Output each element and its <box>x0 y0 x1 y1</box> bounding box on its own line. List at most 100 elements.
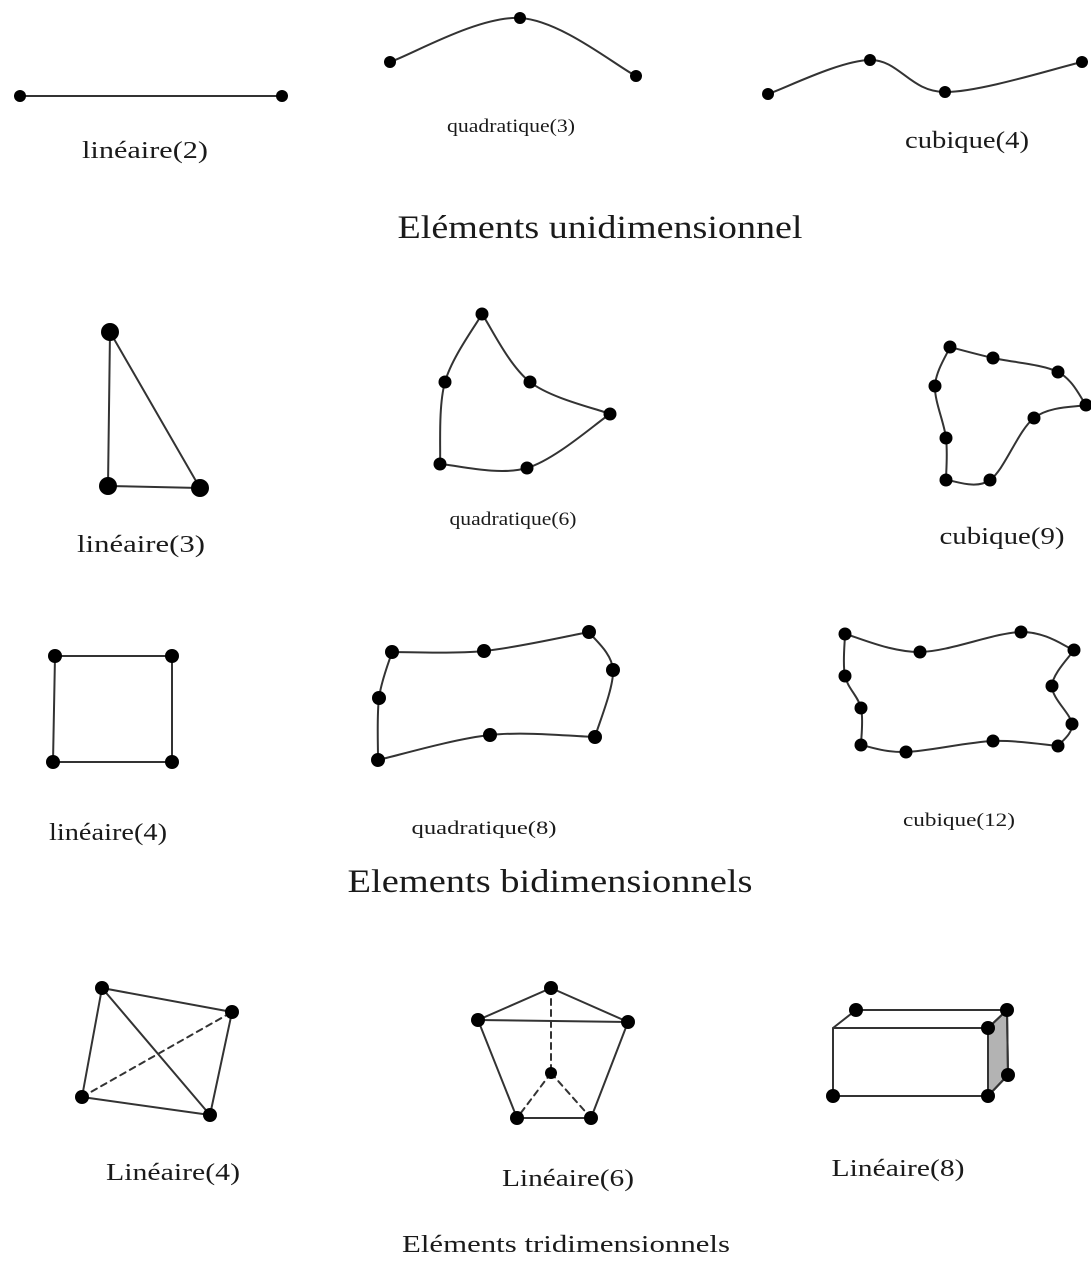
element-edge <box>107 485 201 489</box>
node <box>523 375 537 389</box>
element-edge <box>588 631 615 738</box>
node <box>99 477 117 495</box>
element-edge <box>933 346 951 481</box>
element-linear-6-prism <box>471 981 635 1125</box>
node <box>986 734 1000 748</box>
node <box>1000 1003 1014 1017</box>
element-cubic-9-label: cubique(9) <box>940 524 1065 550</box>
node <box>385 645 399 659</box>
node <box>1067 643 1081 657</box>
node <box>1076 56 1088 68</box>
element-edge <box>842 633 864 746</box>
node <box>545 1067 557 1079</box>
section-bidimensional: linéaire(3) quadratique(6) cubique(9) li… <box>46 307 1091 900</box>
element-edge <box>1050 649 1075 747</box>
node <box>826 1089 840 1103</box>
element-linear-4-label: linéaire(4) <box>49 820 167 846</box>
hidden-edge <box>81 1011 233 1098</box>
element-edge <box>52 655 56 763</box>
element-tetrahedron-label: Linéaire(4) <box>106 1160 240 1186</box>
element-quadratic-8-label: quadratique(8) <box>412 818 557 839</box>
element-linear-4-tetrahedron <box>75 981 239 1122</box>
node <box>854 701 868 715</box>
node <box>475 307 489 321</box>
node <box>1065 717 1079 731</box>
node <box>75 1090 89 1104</box>
node <box>899 745 913 759</box>
node <box>1051 365 1065 379</box>
element-linear-3-label: linéaire(3) <box>77 532 205 558</box>
node <box>939 473 953 487</box>
node <box>203 1108 217 1122</box>
node <box>101 323 119 341</box>
element-prism-label: Linéaire(6) <box>502 1166 634 1192</box>
node <box>981 1021 995 1035</box>
element-edge <box>860 739 1059 754</box>
node <box>191 479 209 497</box>
node <box>276 90 288 102</box>
node <box>514 12 526 24</box>
node <box>14 90 26 102</box>
node <box>588 730 602 744</box>
node <box>913 645 927 659</box>
element-quadratic-6-triangle <box>433 307 617 475</box>
section-title-bidimensional: Elements bidimensionnels <box>348 864 753 900</box>
node <box>95 981 109 995</box>
element-quadratic-8-quadrilateral <box>371 625 620 767</box>
element-quadratic-3-label: quadratique(3) <box>447 116 575 137</box>
node <box>986 351 1000 365</box>
element-edge <box>81 987 103 1098</box>
hidden-edge <box>516 1072 552 1119</box>
element-cubic-12-label: cubique(12) <box>903 810 1015 831</box>
node <box>477 644 491 658</box>
node <box>1014 625 1028 639</box>
node <box>928 379 942 393</box>
element-edge <box>945 404 1087 486</box>
node <box>606 663 620 677</box>
element-edge <box>477 1019 629 1023</box>
node <box>981 1089 995 1103</box>
element-edge <box>477 987 552 1021</box>
node <box>1001 1068 1015 1082</box>
element-edge <box>439 313 483 465</box>
node <box>544 981 558 995</box>
element-cubic-4 <box>762 54 1088 100</box>
section-title-unidimensional: Eléments unidimensionnel <box>398 210 803 246</box>
node <box>371 753 385 767</box>
element-linear-8-hexahedron <box>826 1003 1015 1103</box>
node <box>1079 398 1091 412</box>
section-unidimensional: linéaire(2) quadratique(3) cubique(4) El… <box>14 12 1088 246</box>
element-edge <box>767 58 1083 95</box>
element-linear-4-quadrilateral <box>46 649 179 769</box>
element-edge <box>844 630 1075 654</box>
node <box>838 669 852 683</box>
node <box>165 649 179 663</box>
element-cubic-12-quadrilateral <box>838 625 1081 759</box>
element-linear-2 <box>14 90 288 102</box>
node <box>384 56 396 68</box>
node <box>864 54 876 66</box>
node <box>621 1015 635 1029</box>
element-edge <box>109 331 201 489</box>
node <box>372 691 386 705</box>
node <box>165 755 179 769</box>
node <box>939 86 951 98</box>
node <box>762 88 774 100</box>
element-linear-3-triangle <box>99 323 209 497</box>
element-edge <box>209 1011 233 1116</box>
front-face <box>832 1027 989 1097</box>
element-edge <box>481 313 611 415</box>
element-hexahedron-label: Linéaire(8) <box>832 1156 965 1182</box>
element-edge <box>107 331 111 487</box>
node <box>46 755 60 769</box>
section-title-tridimensional: Eléments tridimensionnels <box>402 1232 730 1258</box>
element-edge <box>1006 1009 1009 1076</box>
element-quadratic-6-label: quadratique(6) <box>450 509 577 530</box>
element-cubic-9-triangle <box>928 340 1091 487</box>
element-edge <box>949 346 1087 406</box>
element-edge <box>81 1096 211 1116</box>
node <box>603 407 617 421</box>
node <box>1051 739 1065 753</box>
node <box>1045 679 1059 693</box>
